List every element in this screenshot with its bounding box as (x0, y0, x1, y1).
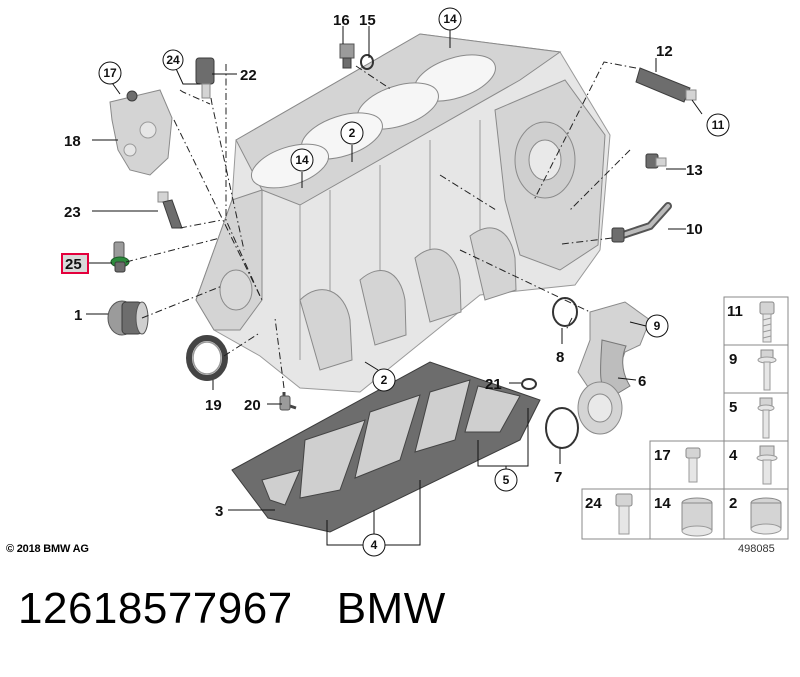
part-plug-1 (107, 300, 149, 336)
callout-8: 8 (556, 349, 564, 366)
part-sensor-22 (195, 57, 215, 99)
legend-label-17: 17 (654, 447, 671, 464)
copyright-notice: © 2018 BMW AG (6, 543, 89, 555)
callout-10: 10 (686, 221, 703, 238)
callout-14b: 14 (295, 153, 309, 167)
part-bolt-23 (157, 191, 183, 229)
callout-circle (372, 368, 396, 392)
callout-circle (645, 314, 669, 338)
part-connector-20 (279, 392, 297, 411)
callout-circle (494, 468, 518, 492)
part-seal-ring-21 (521, 378, 537, 390)
callout-22: 22 (240, 67, 257, 84)
callout-23: 23 (64, 204, 81, 221)
callout-9: 9 (654, 319, 661, 333)
brand-name: BMW (336, 584, 446, 633)
legend-cell (723, 392, 789, 442)
callout-2a: 2 (349, 126, 356, 140)
callout-17: 17 (103, 66, 117, 80)
legend-label-2: 2 (729, 495, 737, 512)
callout-circle (290, 148, 314, 172)
callout-21: 21 (485, 376, 502, 393)
legend-bolt-5 (757, 397, 775, 439)
callout-24: 24 (166, 53, 180, 67)
legend-bolt-17 (685, 447, 701, 483)
part-pipe-10 (611, 202, 672, 243)
legend-label-14: 14 (654, 495, 671, 512)
callout-11: 11 (712, 118, 725, 132)
reference-lines (125, 61, 637, 389)
callout-14a: 14 (443, 12, 457, 26)
crankcase-gasket-illustration (231, 361, 541, 533)
callout-circle (362, 533, 386, 557)
callout-4: 4 (371, 538, 378, 552)
callout-3: 3 (215, 503, 223, 520)
callout-7: 7 (554, 469, 562, 486)
engine-block-illustration (195, 33, 611, 393)
callout-1: 1 (74, 307, 82, 324)
callout-18: 18 (64, 133, 81, 150)
callout-6: 6 (638, 373, 646, 390)
callout-15: 15 (359, 12, 376, 29)
part-sensor-25 (110, 241, 130, 273)
legend-cell (723, 296, 789, 346)
legend-cell (723, 344, 789, 394)
legend-bolt-9 (757, 349, 777, 391)
callout-2b: 2 (381, 373, 388, 387)
fastener-legend: 11 9 5 17 4 24 14 2 (581, 296, 789, 540)
callout-circle (340, 121, 364, 145)
callout-circle (438, 7, 462, 31)
part-plug-16 (339, 43, 374, 70)
callout-12: 12 (656, 43, 673, 60)
part-bracket-18 (109, 89, 173, 176)
callout-19: 19 (205, 397, 222, 414)
legend-screw-24 (615, 493, 633, 535)
legend-sleeve-2 (750, 497, 782, 535)
callout-20: 20 (244, 397, 261, 414)
part-sensor-12 (635, 67, 697, 103)
callout-25: 25 (65, 256, 82, 273)
part-number: 12618577967 (18, 584, 293, 633)
callout-16: 16 (333, 12, 350, 29)
diagram-id: 498085 (738, 543, 775, 555)
leader-lines (86, 26, 703, 546)
part-housing-6 (577, 301, 651, 435)
callout-circle (706, 113, 730, 137)
callout-13: 13 (686, 162, 703, 179)
legend-label-5: 5 (729, 399, 737, 416)
part-number-caption: 12618577967 BMW (18, 584, 446, 634)
part-seal-ring-7 (545, 407, 579, 449)
legend-label-9: 9 (729, 351, 737, 368)
callout-circle (98, 61, 122, 85)
callouts: 2 14 14 16 15 24 22 17 18 23 25 1 19 20 … (61, 7, 730, 557)
part-sensor-13 (645, 153, 667, 169)
legend-label-4: 4 (729, 447, 738, 464)
part-seal-ring-8 (552, 297, 578, 327)
callout-circle (162, 49, 184, 71)
legend-screw-11 (759, 301, 775, 343)
legend-label-11: 11 (727, 303, 743, 320)
callout-5: 5 (503, 473, 510, 487)
highlighted-callout-box (61, 253, 89, 274)
legend-stud-4 (756, 445, 778, 485)
legend-label-24: 24 (585, 495, 602, 512)
part-seal-ring-19 (186, 335, 228, 381)
legend-sleeve-14 (681, 497, 713, 537)
